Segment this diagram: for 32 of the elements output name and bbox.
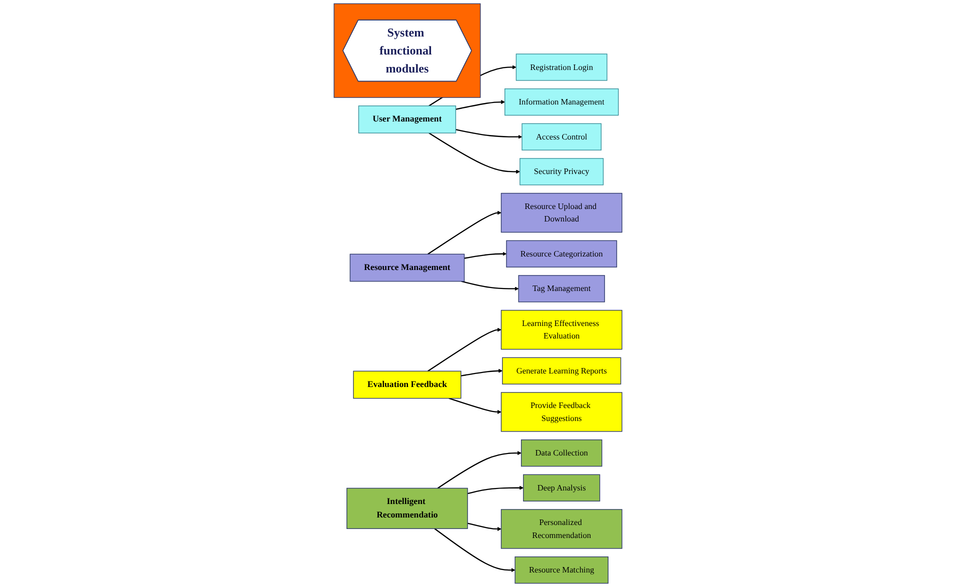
node-box: Resource Upload and Download: [500, 192, 622, 233]
arrow: [461, 280, 519, 291]
node-box: Learning Effectiveness Evaluation: [500, 310, 622, 350]
node-box: Security Privacy: [520, 158, 604, 186]
node-box: Resource Categorization: [506, 240, 618, 268]
node-box: Generate Learning Reports: [502, 357, 622, 384]
node-box: Tag Management: [518, 275, 605, 302]
node-box: Personalized Recommendation: [500, 509, 622, 549]
arrow: [428, 132, 520, 174]
arrow: [456, 128, 522, 139]
node-box: Data Collection: [520, 439, 602, 467]
cluster: [334, 3, 481, 98]
node-box: Resource Management: [350, 254, 465, 282]
arrow: [434, 528, 516, 572]
arrow: [464, 252, 507, 259]
arrow: [428, 328, 502, 372]
node-box: Registration Login: [516, 54, 608, 81]
node-box: Intelligent Recommendatio: [346, 488, 468, 529]
node-box: Evaluation Feedback: [353, 370, 462, 399]
arrow: [428, 210, 502, 255]
node-box: User Management: [358, 106, 456, 134]
arrow: [460, 368, 503, 376]
arrow: [467, 486, 524, 494]
arrow: [448, 398, 502, 414]
node-box: Provide Feedback Suggestions: [500, 392, 622, 432]
node-box: Deep Analysis: [523, 474, 600, 502]
arrow: [456, 100, 506, 110]
node-box: Access Control: [522, 123, 602, 150]
node-box: Information Management: [504, 88, 619, 116]
node-box: Resource Matching: [514, 556, 608, 584]
arrow: [467, 522, 502, 531]
arrow: [437, 451, 522, 489]
